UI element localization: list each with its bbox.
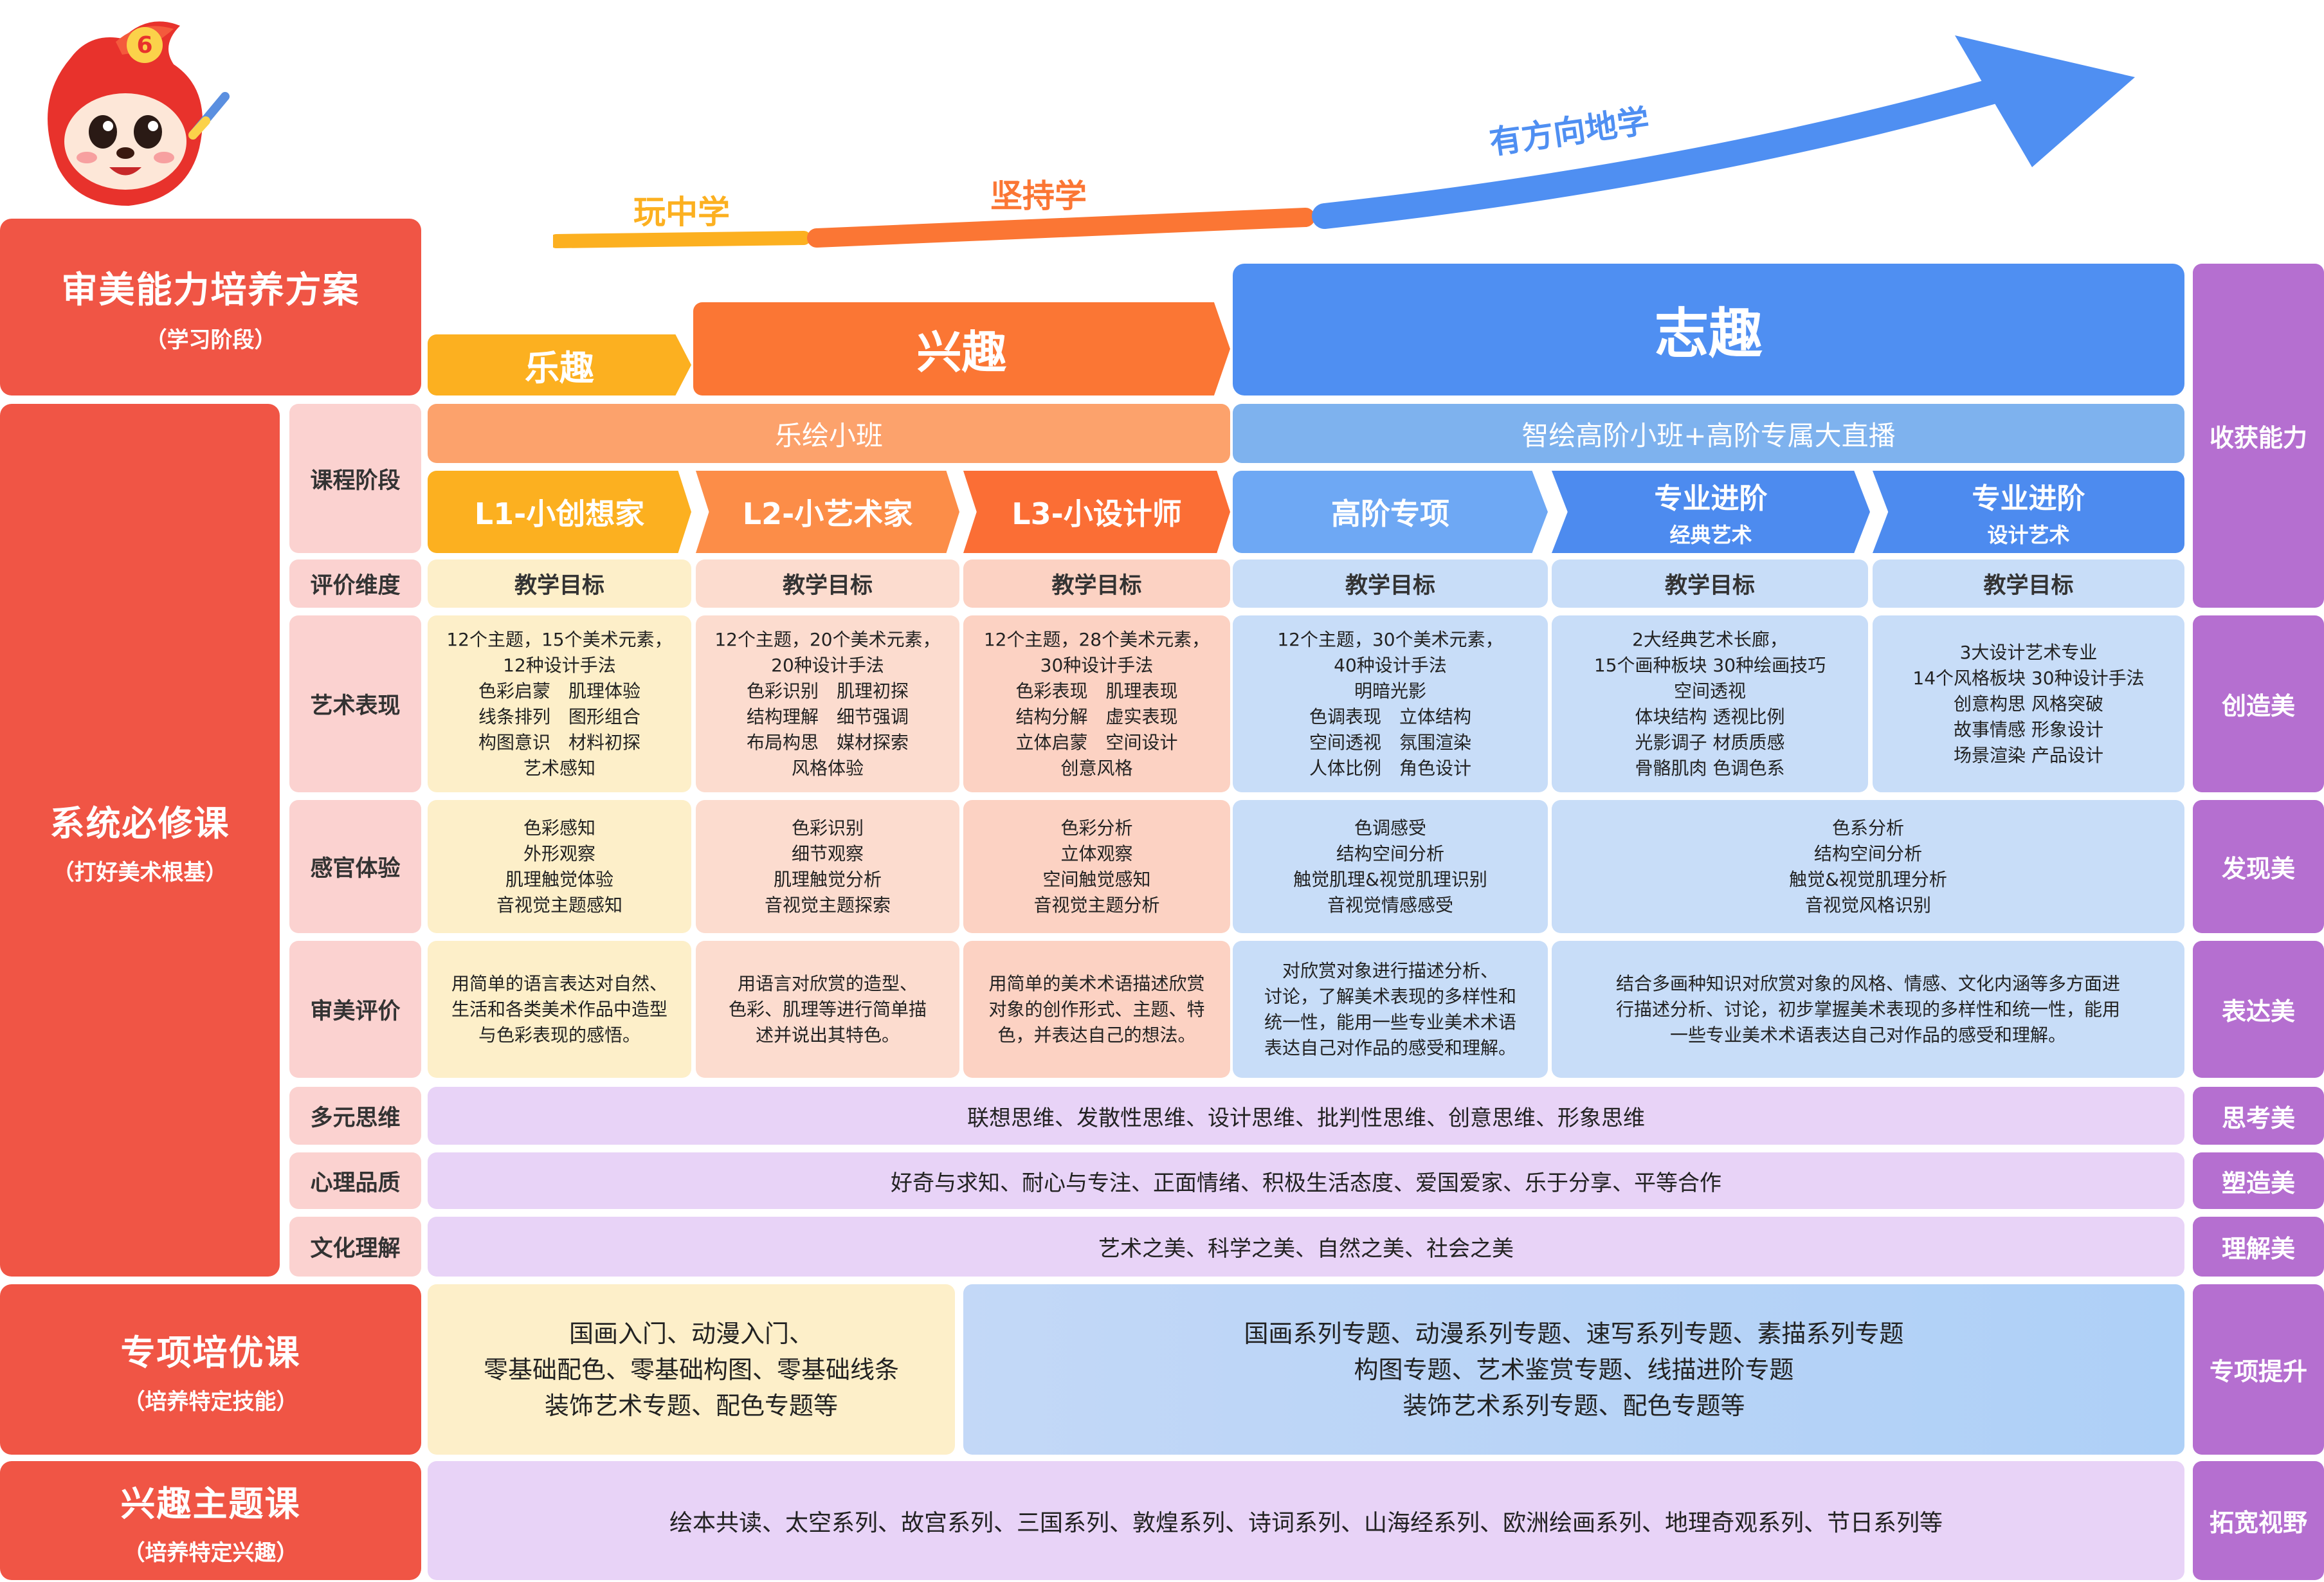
row-label-psych: 心理品质 (289, 1152, 421, 1209)
row-label-thinking: 多元思维 (289, 1087, 421, 1145)
row-label-art: 艺术表现 (289, 615, 421, 792)
psych-row: 好奇与求知、耐心与专注、正面情绪、积极生活态度、爱国爱家、乐于分享、平等合作 (428, 1152, 2184, 1209)
arrow-label-persist: 坚持学 (990, 177, 1087, 215)
right-label-broaden: 拓宽视野 (2193, 1461, 2324, 1580)
sense-cell-pro: 色系分析结构空间分析触觉&视觉肌理分析音视觉风格识别 (1552, 800, 2184, 933)
right-label-express: 表达美 (2193, 941, 2324, 1078)
aesthetic-cell-pro: 结合多画种知识对欣赏对象的风格、情感、文化内涵等多方面进行描述分析、讨论，初步掌… (1552, 941, 2184, 1078)
band-advanced-class: 智绘高阶小班+高阶专属大直播 (1233, 404, 2184, 463)
level-l1: L1-小创想家 (428, 471, 691, 553)
progress-arrow-icon (549, 26, 2148, 257)
stage-fun: 乐趣 (428, 334, 691, 396)
sense-cell-l3: 色彩分析立体观察空间触觉感知音视觉主题分析 (963, 800, 1230, 933)
row-label-eval-dim: 评价维度 (289, 559, 421, 608)
level-pro-classic: 专业进阶 经典艺术 (1552, 471, 1870, 553)
right-label-create: 创造美 (2193, 615, 2324, 792)
goal-label-advanced: 教学目标 (1233, 559, 1548, 608)
stage-aspiration: 志趣 (1233, 264, 2184, 396)
row-label-culture: 文化理解 (289, 1217, 421, 1277)
plan-header: 审美能力培养方案 （学习阶段） (0, 219, 421, 396)
svg-text:6: 6 (136, 32, 152, 59)
right-label-improve: 专项提升 (2193, 1284, 2324, 1455)
level-l3: L3-小设计师 (963, 471, 1230, 553)
aesthetic-cell-l2: 用语言对欣赏的造型、色彩、肌理等进行简单描述并说出其特色。 (696, 941, 959, 1078)
art-cell-l2: 12个主题，20个美术元素，20种设计手法色彩识别 肌理初探结构理解 细节强调布… (696, 615, 959, 792)
plan-subtitle: （学习阶段） (145, 327, 277, 353)
right-label-think: 思考美 (2193, 1087, 2324, 1145)
culture-row: 艺术之美、科学之美、自然之美、社会之美 (428, 1217, 2184, 1277)
aesthetic-cell-l3: 用简单的美术术语描述欣赏对象的创作形式、主题、特色，并表达自己的想法。 (963, 941, 1230, 1078)
right-label-discover: 发现美 (2193, 800, 2324, 933)
arrow-label-play: 玩中学 (633, 194, 730, 231)
art-cell-pro-classic: 2大经典艺术长廊，15个画种板块 30种绘画技巧空间透视体块结构 透视比例光影调… (1552, 615, 1868, 792)
mascot-icon: 6 (19, 6, 231, 219)
section-required: 系统必修课 （打好美术根基） (0, 404, 280, 1277)
row-label-aesthetic: 审美评价 (289, 941, 421, 1078)
row-label-course-stage: 课程阶段 (289, 404, 421, 553)
special-cell-advanced: 国画系列专题、动漫系列专题、速写系列专题、素描系列专题构图专题、艺术鉴赏专题、线… (963, 1284, 2184, 1455)
sense-cell-l2: 色彩识别细节观察肌理触觉分析音视觉主题探索 (696, 800, 959, 933)
art-cell-advanced: 12个主题，30个美术元素，40种设计手法明暗光影色调表现 立体结构空间透视 氛… (1233, 615, 1548, 792)
plan-title: 审美能力培养方案 (61, 269, 360, 311)
special-cell-basic: 国画入门、动漫入门、零基础配色、零基础构图、零基础线条装饰艺术专题、配色专题等 (428, 1284, 955, 1455)
right-label-abilities: 收获能力 (2193, 264, 2324, 608)
goal-label-pro-design: 教学目标 (1873, 559, 2184, 608)
sense-cell-l1: 色彩感知外形观察肌理触觉体验音视觉主题感知 (428, 800, 691, 933)
goal-label-l1: 教学目标 (428, 559, 691, 608)
goal-label-l3: 教学目标 (963, 559, 1230, 608)
art-cell-l1: 12个主题，15个美术元素，12种设计手法色彩启蒙 肌理体验线条排列 图形组合构… (428, 615, 691, 792)
aesthetic-cell-advanced: 对欣赏对象进行描述分析、讨论，了解美术表现的多样性和统一性，能用一些专业美术术语… (1233, 941, 1548, 1078)
art-cell-l3: 12个主题，28个美术元素，30种设计手法色彩表现 肌理表现结构分解 虚实表现立… (963, 615, 1230, 792)
goal-label-pro-classic: 教学目标 (1552, 559, 1868, 608)
thinking-row: 联想思维、发散性思维、设计思维、批判性思维、创意思维、形象思维 (428, 1087, 2184, 1145)
section-special: 专项培优课 （培养特定技能） (0, 1284, 421, 1455)
stage-interest: 兴趣 (693, 302, 1230, 396)
right-label-understand: 理解美 (2193, 1217, 2324, 1277)
sense-cell-advanced: 色调感受结构空间分析触觉肌理&视觉肌理识别音视觉情感感受 (1233, 800, 1548, 933)
level-pro-design: 专业进阶 设计艺术 (1873, 471, 2184, 553)
goal-label-l2: 教学目标 (696, 559, 959, 608)
right-label-shape: 塑造美 (2193, 1152, 2324, 1209)
section-interest: 兴趣主题课 （培养特定兴趣） (0, 1461, 421, 1580)
aesthetic-cell-l1: 用简单的语言表达对自然、生活和各类美术作品中造型与色彩表现的感悟。 (428, 941, 691, 1078)
level-l2: L2-小艺术家 (696, 471, 959, 553)
level-advanced: 高阶专项 (1233, 471, 1548, 553)
row-label-sense: 感官体验 (289, 800, 421, 933)
band-basic-class: 乐绘小班 (428, 404, 1230, 463)
interest-row: 绘本共读、太空系列、故宫系列、三国系列、敦煌系列、诗词系列、山海经系列、欧洲绘画… (428, 1461, 2184, 1580)
